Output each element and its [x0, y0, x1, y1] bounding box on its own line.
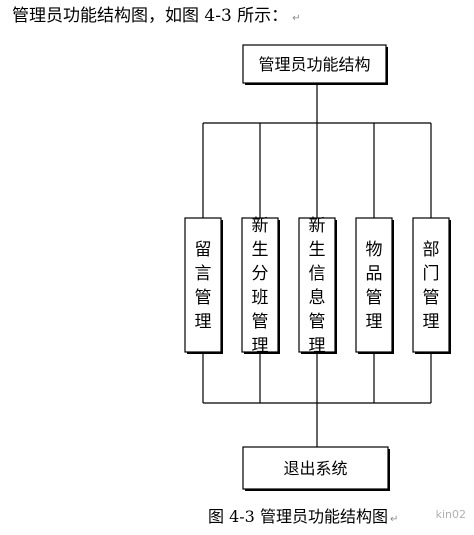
module-label: 部门管理: [423, 240, 440, 332]
module-box: [241, 217, 279, 353]
caption-text: 图 4-3 管理员功能结构图: [208, 507, 388, 526]
diagram-connectors: [202, 83, 432, 447]
exit-node-box: [242, 446, 389, 490]
module-label: 新生分班管理: [252, 216, 269, 356]
module-label: 新生信息管理: [309, 216, 326, 356]
paragraph-mark-icon: ↵: [389, 514, 399, 525]
figure-caption: 图 4-3 管理员功能结构图↵: [208, 505, 398, 532]
root-node-box: [242, 44, 387, 84]
intro-text: 管理员功能结构图，如图 4-3 所示：: [12, 6, 289, 26]
root-node-label: 管理员功能结构: [258, 55, 370, 74]
module-label: 物品管理: [366, 240, 383, 332]
module-box: [184, 217, 222, 353]
watermark: kin02: [435, 508, 466, 521]
intro-paragraph: 管理员功能结构图，如图 4-3 所示：↵: [12, 2, 301, 33]
exit-node-label: 退出系统: [283, 459, 347, 478]
paragraph-mark-icon: ↵: [292, 13, 301, 24]
module-box: [355, 217, 393, 353]
module-box: [298, 217, 336, 353]
module-box: [412, 217, 450, 353]
module-label: 留言管理: [195, 240, 212, 332]
